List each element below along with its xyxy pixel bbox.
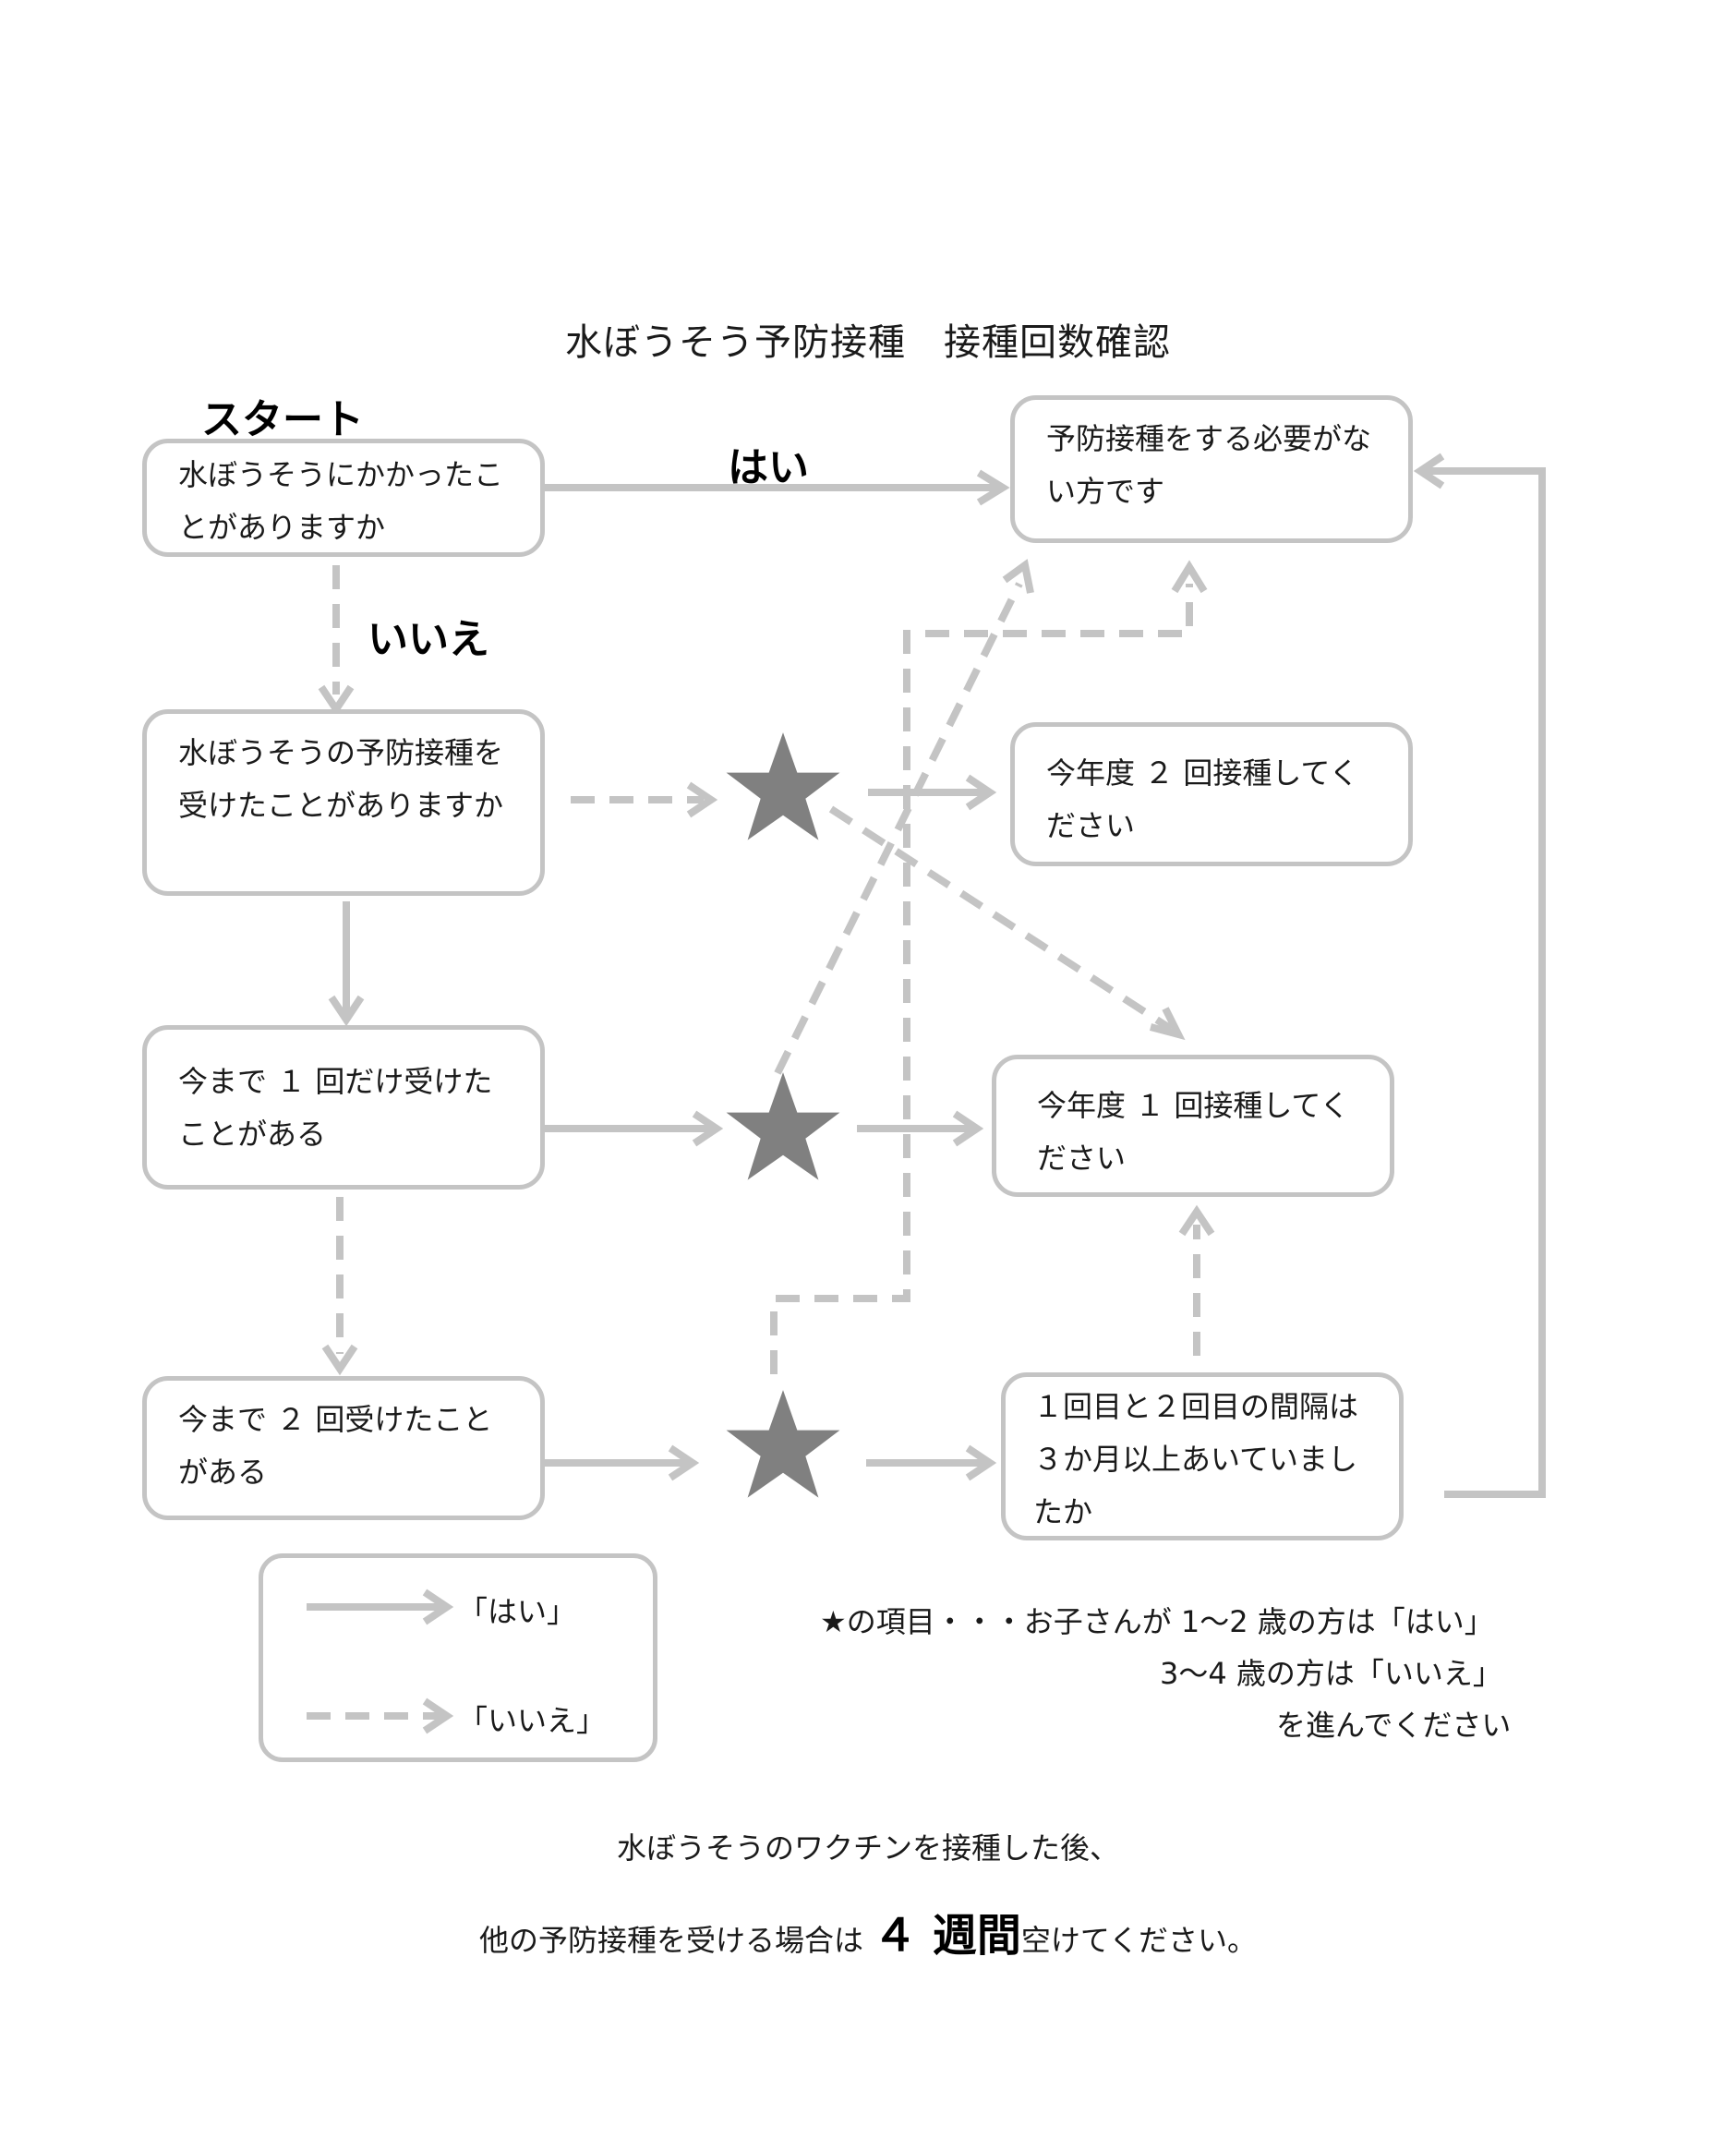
arrowhead xyxy=(668,1444,700,1481)
arrow-star1-no-to-one xyxy=(828,805,1174,1033)
arrowhead xyxy=(1413,453,1445,489)
yes-label: はい xyxy=(728,444,809,491)
arrowhead xyxy=(965,774,997,811)
footer-line-1: 水ぼうそうのワクチンを接種した後、 xyxy=(616,1830,1119,1866)
star-icon xyxy=(726,1072,840,1180)
arrowhead xyxy=(321,1344,358,1376)
no-label: いいえ xyxy=(368,616,489,663)
arrowhead xyxy=(952,1110,984,1147)
arrow-star2-no-to-none xyxy=(774,582,1023,1075)
arrow-star3-no-to-none xyxy=(770,584,1193,1374)
page-title: 水ぼうそう予防接種 接種回数確認 xyxy=(565,321,1171,364)
footer-line-2: 他の予防接種を受ける場合は ４ 週間空けてください。 xyxy=(0,1899,1736,1963)
question-vaccinated: 水ぼうそうの予防接種を受けたことがありますか xyxy=(142,709,545,896)
arrowhead xyxy=(1002,559,1034,594)
note-line-2: 3～4 歳の方は「いいえ」 xyxy=(1160,1656,1502,1691)
note-line-3: を進んでください xyxy=(1276,1708,1512,1743)
result-one-dose: 今年度 １ 回接種してください xyxy=(992,1055,1394,1197)
arrowhead xyxy=(1149,1007,1186,1041)
star-icon xyxy=(726,732,840,840)
arrowhead xyxy=(965,1444,997,1481)
arrowhead xyxy=(422,1697,454,1734)
legend-yes-label: 「はい」 xyxy=(458,1594,577,1629)
arrow-interval-yes-to-none xyxy=(1424,467,1546,1498)
arrowhead xyxy=(1171,560,1208,594)
legend-no-label: 「いいえ」 xyxy=(458,1703,607,1738)
arrowhead xyxy=(976,469,1010,506)
note-line-1: ★の項目・・・お子さんが 1～2 歳の方は「はい」 xyxy=(820,1604,1494,1639)
legend xyxy=(259,1553,657,1762)
start-label: スタート xyxy=(201,396,364,443)
result-not-needed: 予防接種をする必要がない方です xyxy=(1010,395,1413,543)
question-once: 今まで １ 回だけ受けたことがある xyxy=(142,1025,545,1190)
arrowhead xyxy=(422,1588,454,1625)
star-icon xyxy=(726,1390,840,1498)
question-chickenpox-history: 水ぼうそうにかかったことがありますか xyxy=(142,439,545,557)
question-interval: １回目と２回目の間隔は３か月以上あいていましたか xyxy=(1001,1372,1404,1540)
arrowhead xyxy=(1178,1204,1215,1237)
footer-text-pre: 他の予防接種を受ける場合は xyxy=(479,1923,864,1958)
arrowhead xyxy=(692,1110,724,1147)
result-two-doses: 今年度 ２ 回接種してください xyxy=(1010,722,1413,866)
question-twice: 今まで ２ 回受けたことがある xyxy=(142,1376,545,1520)
footer-emphasis: ４ 週間 xyxy=(873,1910,1021,1962)
footer-text-post: 空けてください。 xyxy=(1020,1923,1257,1958)
arrowhead xyxy=(686,781,718,818)
arrowhead xyxy=(328,995,365,1027)
